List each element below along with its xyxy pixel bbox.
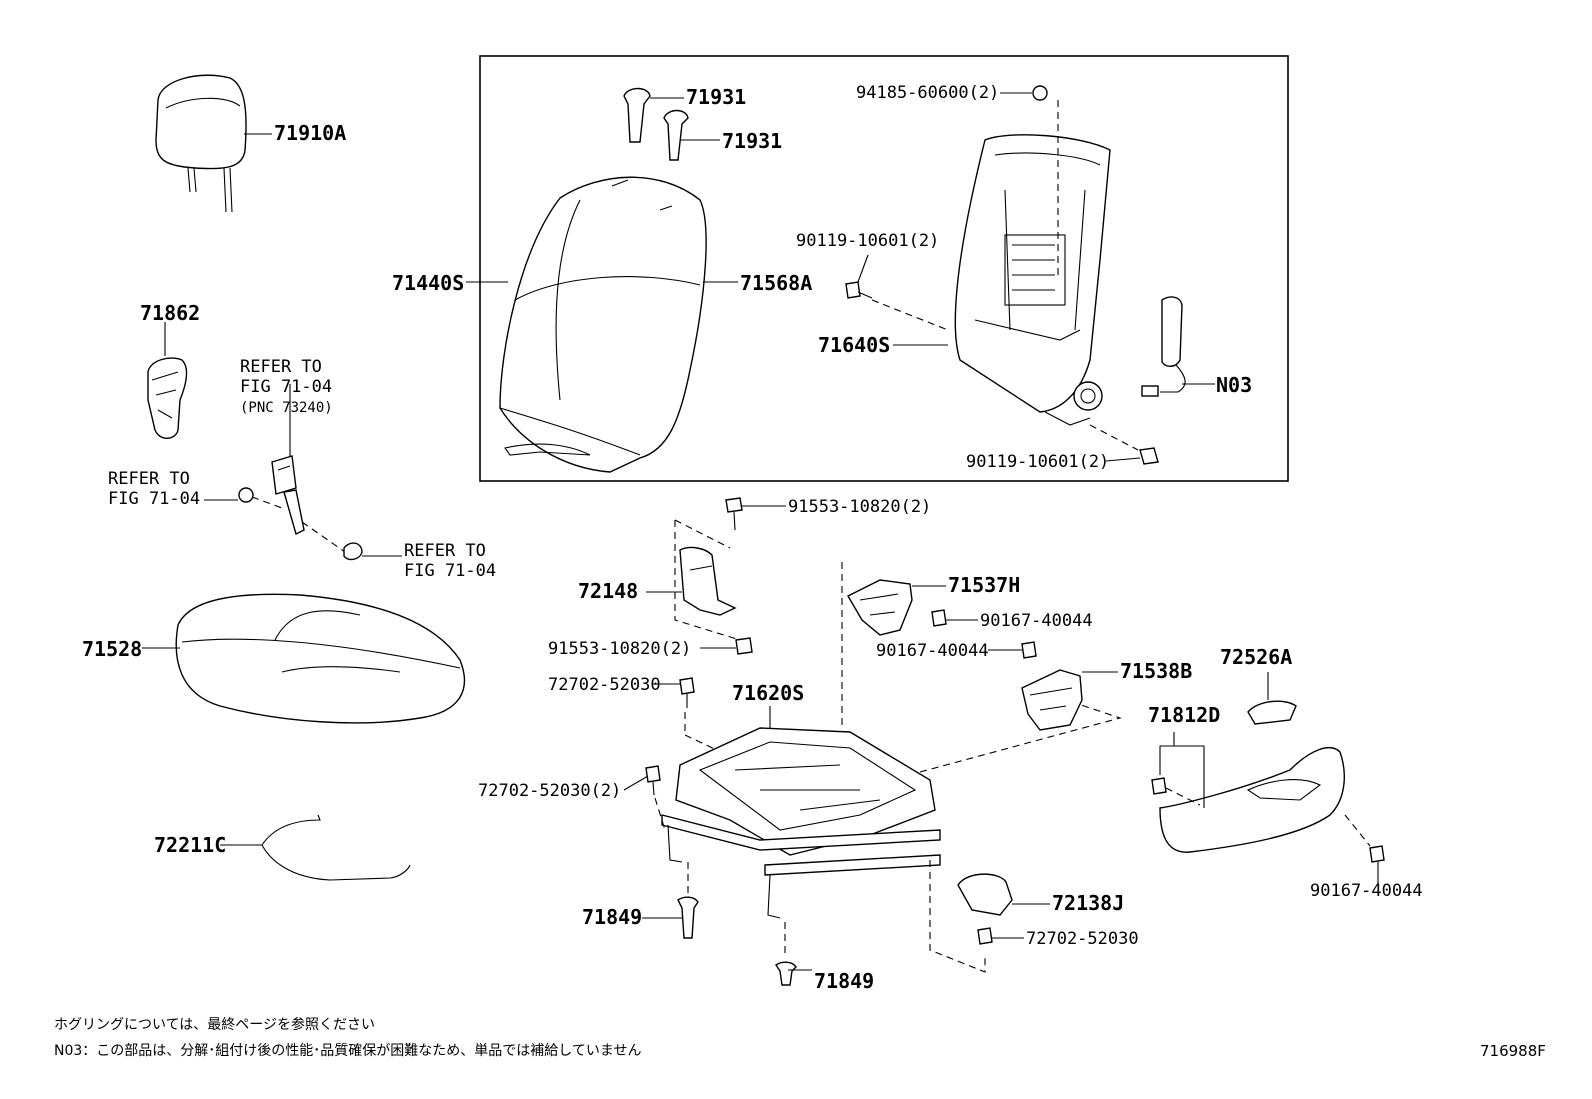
seat-cushion-pad xyxy=(175,593,465,724)
headrest xyxy=(155,74,247,213)
figure-id: 716988F xyxy=(1480,1042,1546,1060)
label-90167-mid: 90167-40044 xyxy=(876,641,989,661)
buckle-nut-right xyxy=(343,542,363,561)
label-91553-upper: 91553-10820(2) xyxy=(788,497,931,517)
label-71849-right: 71849 xyxy=(814,969,874,993)
label-71931-lower: 71931 xyxy=(722,129,782,153)
bolt-91553-upper xyxy=(725,497,743,513)
fastener-71849-left xyxy=(677,896,699,939)
recliner-knob xyxy=(1247,700,1297,725)
label-91553-lower: 91553-10820(2) xyxy=(548,639,691,659)
label-71812d: 71812D xyxy=(1148,703,1220,727)
leader-90119b xyxy=(1105,457,1141,462)
refer-note-buckle-line3: (PNC 73240) xyxy=(240,400,333,416)
bolt-90119-upper xyxy=(845,281,861,299)
nut-94185 xyxy=(1032,85,1048,101)
label-71910a: 71910A xyxy=(274,121,346,145)
refer-note-right-line1: REFER TO xyxy=(404,541,486,561)
side-airbag xyxy=(1141,296,1186,397)
label-94185: 94185-60600(2) xyxy=(856,83,999,103)
headrest-guide-clips xyxy=(623,87,689,161)
buckle-bolt-left xyxy=(238,487,254,503)
shield-71537h xyxy=(847,579,913,636)
label-72702-lower: 72702-52030 xyxy=(1026,929,1139,949)
screw-90167-mid xyxy=(1021,641,1037,659)
bolt-72702-upper xyxy=(679,677,695,695)
label-71640s: 71640S xyxy=(818,333,890,357)
refer-note-left-line2: FIG 71-04 xyxy=(108,489,200,509)
seat-bracket xyxy=(679,546,737,616)
label-71537h: 71537H xyxy=(948,573,1020,597)
shield-71538b xyxy=(1021,669,1083,731)
label-72138j: 72138J xyxy=(1052,891,1124,915)
seatback-assembly-box xyxy=(479,55,1289,482)
seatback-frame xyxy=(954,134,1111,426)
bolt-91553-lower xyxy=(735,637,753,655)
fastener-71849-right xyxy=(775,961,797,986)
label-90119-lower: 90119-10601(2) xyxy=(966,452,1109,472)
headrest-support xyxy=(147,357,188,439)
label-90167-upper: 90167-40044 xyxy=(980,611,1093,631)
label-71528: 71528 xyxy=(82,637,142,661)
footnote-n03: N03：この部品は、分解･組付け後の性能･品質確保が困難なため、単品では補給して… xyxy=(54,1043,642,1059)
label-90167-right: 90167-40044 xyxy=(1310,881,1423,901)
seat-side-shield xyxy=(1159,747,1345,853)
label-71568a: 71568A xyxy=(740,271,812,295)
seat-belt-buckle xyxy=(271,455,305,536)
bolt-72702-pair xyxy=(645,765,661,783)
label-72526a: 72526A xyxy=(1220,645,1292,669)
screw-71812d xyxy=(1151,777,1167,795)
label-72148: 72148 xyxy=(578,579,638,603)
leader-71812d xyxy=(1159,732,1205,808)
label-72211c: 72211C xyxy=(154,833,226,857)
leader-72702b xyxy=(623,775,649,791)
label-71440s: 71440S xyxy=(392,271,464,295)
label-71862: 71862 xyxy=(140,301,200,325)
refer-note-buckle-line2: FIG 71-04 xyxy=(240,377,332,397)
seat-adjuster xyxy=(661,727,941,919)
bolt-90119-lower xyxy=(1139,447,1159,465)
label-n03: N03 xyxy=(1216,373,1252,397)
refer-note-left-line1: REFER TO xyxy=(108,469,190,489)
footnote-hog-ring: ホグリングについては、最終ページを参照ください xyxy=(54,1017,376,1033)
label-71849-left: 71849 xyxy=(582,905,642,929)
cushion-wire xyxy=(220,814,411,881)
screw-90167-right xyxy=(1369,845,1385,863)
cover-72138j xyxy=(957,873,1013,916)
refer-note-right-line2: FIG 71-04 xyxy=(404,561,496,581)
refer-note-buckle-line1: REFER TO xyxy=(240,357,322,377)
label-72702-pair: 72702-52030(2) xyxy=(478,781,621,801)
label-90119-upper: 90119-10601(2) xyxy=(796,231,939,251)
label-71931-upper: 71931 xyxy=(686,85,746,109)
screw-90167-upper xyxy=(931,609,947,627)
label-72702-upper: 72702-52030 xyxy=(548,675,661,695)
label-71620s: 71620S xyxy=(732,681,804,705)
label-71538b: 71538B xyxy=(1120,659,1192,683)
seatback-cover xyxy=(499,176,707,473)
bolt-72702-lower xyxy=(977,927,993,945)
